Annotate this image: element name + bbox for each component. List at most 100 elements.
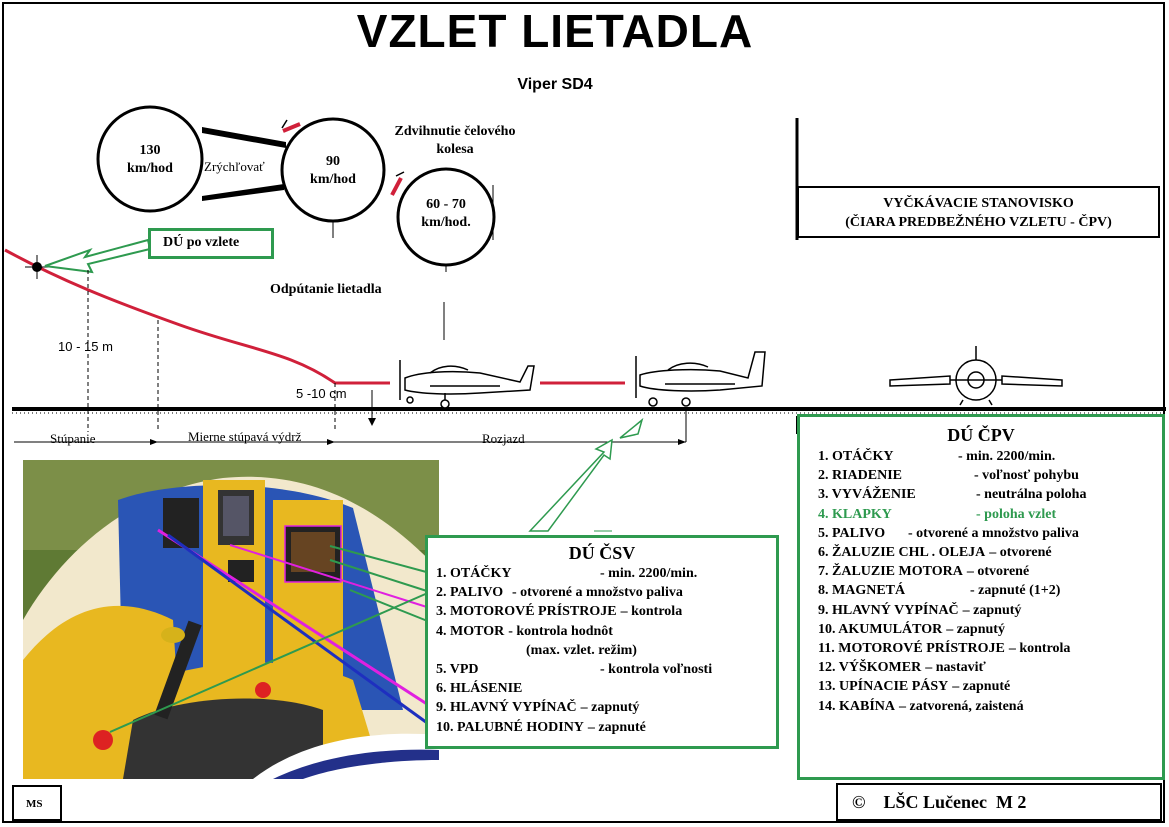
checklist-item-value: - poloha vzlet xyxy=(976,506,1057,522)
page-title: VZLET LIETADLA xyxy=(356,5,754,57)
checklist-item-value: – zapnuté xyxy=(587,719,646,735)
segment-hold-label: Mierne stúpavá výdrž xyxy=(188,429,302,444)
checklist-item-name: 9. HLAVNÝ VYPÍNAČ xyxy=(818,602,959,618)
pointer-green-4 xyxy=(109,591,431,733)
cockpit-photo xyxy=(23,460,439,779)
checklist-item: 14. KABÍNA– zatvorená, zaistená xyxy=(818,697,1162,716)
connector-lower xyxy=(202,184,284,201)
pointer-green-3 xyxy=(349,589,431,623)
checklist-item: 3. MOTOROVÉ PRÍSTROJE– kontrola xyxy=(436,602,776,621)
du-cpv-title: DÚ ČPV xyxy=(947,425,1015,445)
checklist-item-value: - kontrola voľnosti xyxy=(600,662,713,678)
checklist-item-name: 2. PALIVO xyxy=(436,585,504,601)
checklist-item-name: 1. OTÁČKY xyxy=(818,449,894,464)
checklist-item: 11. MOTOROVÉ PRÍSTROJE– kontrola xyxy=(818,639,1162,658)
du-csv-list: 1. OTÁČKY - min. 2200/min. 2. PALIVO- otvo… xyxy=(436,564,776,737)
height-hold-label: 5 -10 cm xyxy=(296,386,347,401)
checklist-item-value: - kontrola hodnôt xyxy=(508,623,613,639)
checklist-item-value: – otvorené xyxy=(966,564,1030,580)
checklist-item-value: – zapnutý xyxy=(962,602,1022,618)
checklist-item: (max. vzlet. režim) xyxy=(436,641,776,660)
checklist-item-name: 1. OTÁČKY xyxy=(436,566,512,581)
segment-climb-label: Stúpanie xyxy=(50,431,96,446)
checklist-item-name: 9. HLAVNÝ VYPÍNAČ xyxy=(436,700,577,716)
checklist-item-name: 4. MOTOR xyxy=(436,623,505,639)
checklist-item: 4. MOTOR- kontrola hodnôt xyxy=(436,622,776,641)
checklist-item-name: 10. PALUBNÉ HODINY xyxy=(436,719,584,735)
checklist-item: 7. ŽALUZIE MOTORA– otvorené xyxy=(818,562,1162,581)
checklist-item-name: 3. MOTOROVÉ PRÍSTROJE xyxy=(436,604,617,620)
checklist-item-value: - voľnosť pohybu xyxy=(974,468,1079,484)
checklist-item-value: – zapnutý xyxy=(946,621,1005,637)
checklist-item: 5. PALIVO - otvorené a množstvo paliva xyxy=(818,524,1162,543)
accelerate-label: Zrýchľovať xyxy=(204,159,265,174)
pointer-magenta-2 xyxy=(229,544,431,609)
checklist-item-value: - min. 2200/min. xyxy=(600,566,698,581)
checklist-item: 1. OTÁČKY - min. 2200/min. xyxy=(436,564,776,583)
checklist-item: 2. PALIVO- otvorené a množstvo paliva xyxy=(436,583,776,602)
checklist-item-name: 11. MOTOROVÉ PRÍSTROJE xyxy=(818,641,1005,657)
checklist-item-name xyxy=(436,641,522,660)
red-mark-2 xyxy=(390,177,403,196)
checklist-item: 8. MAGNETÁ - zapnuté (1+2) xyxy=(818,581,1162,600)
du-csv-box: DÚ ČSV 1. OTÁČKY- min. 2200/min.2. PALIV… xyxy=(425,535,779,749)
checklist-item-value: - neutrálna poloha xyxy=(976,487,1087,503)
checklist-item: 4. KLAPKY- poloha vzlet xyxy=(818,505,1162,524)
connector-upper xyxy=(202,127,286,148)
copyright-box: © LŠC Lučenec M 2 xyxy=(836,783,1162,821)
du-after-box: DÚ po vzlete xyxy=(148,228,274,259)
checklist-item-name: 14. KABÍNA xyxy=(818,698,896,714)
checklist-item-name: 5. VPD xyxy=(436,662,479,678)
checklist-item-name: 2. RIADENIE xyxy=(818,468,903,484)
checklist-item-value: – zatvorená, zaistená xyxy=(899,698,1024,714)
checklist-item-name: 7. ŽALUZIE MOTORA xyxy=(818,564,963,580)
checklist-item-value: (max. vzlet. režim) xyxy=(526,642,637,658)
checklist-item-name: 3. VYVÁŽENIE xyxy=(818,487,916,503)
checklist-item-name: 5. PALIVO xyxy=(818,525,886,541)
checklist-item: 1. OTÁČKY - min. 2200/min. xyxy=(818,447,1162,466)
checklist-item-name: 10. AKUMULÁTOR xyxy=(818,621,943,637)
checklist-item: 10. AKUMULÁTOR– zapnutý xyxy=(818,620,1162,639)
checklist-item-value: - otvorené a množstvo paliva xyxy=(908,525,1079,541)
checklist-item-value: – nastaviť xyxy=(925,660,986,676)
checklist-item-value: – zapnutý xyxy=(580,700,640,716)
red-mark-1 xyxy=(282,122,301,133)
checklist-item-name: 6. ŽALUZIE CHL . OLEJA xyxy=(818,545,986,561)
checklist-item: 3. VYVÁŽENIE - neutrálna poloha xyxy=(818,485,1162,504)
checklist-item-value: - zapnuté (1+2) xyxy=(970,583,1061,599)
checklist-item-name: 13. UPÍNACIE PÁSY xyxy=(818,679,949,695)
aircraft-rolling xyxy=(635,351,766,407)
pointer-green-2 xyxy=(329,559,431,593)
speed-circle-130 xyxy=(96,105,204,213)
du-cpv-box: DÚ ČPV 1. OTÁČKY - min. 2200/min. 2. RIADE… xyxy=(797,414,1165,780)
aircraft-rotation xyxy=(399,360,535,409)
checklist-item-value: – otvorené xyxy=(989,545,1052,561)
holding-stand-box: VYČKÁVACIE STANOVISKO(ČIARA PREDBEŽNÉHO … xyxy=(797,186,1160,238)
checklist-item: 10. PALUBNÉ HODINY– zapnuté xyxy=(436,718,776,737)
liftoff-label: Odpútanie lietadla xyxy=(270,282,382,297)
checklist-item-name: 12. VÝŠKOMER xyxy=(818,660,922,676)
pointer-green-1 xyxy=(329,545,431,574)
checklist-item: 5. VPD - kontrola voľnosti xyxy=(436,660,776,679)
du-cpv-list: 1. OTÁČKY - min. 2200/min. 2. RIADENIE - vo… xyxy=(818,447,1162,716)
checklist-item: 6. ŽALUZIE CHL . OLEJA– otvorené xyxy=(818,543,1162,562)
checklist-item-value: – kontrola xyxy=(620,604,683,620)
checklist-item: 2. RIADENIE - voľnosť pohybu xyxy=(818,466,1162,485)
checklist-item-name: 6. HLÁSENIE xyxy=(436,681,523,697)
checklist-item: 12. VÝŠKOMER– nastaviť xyxy=(818,658,1162,677)
checklist-item-name: 8. MAGNETÁ xyxy=(818,583,906,599)
checklist-item: 9. HLAVNÝ VYPÍNAČ– zapnutý xyxy=(436,698,776,717)
aircraft-front-view xyxy=(889,346,1063,406)
checklist-item: 9. HLAVNÝ VYPÍNAČ– zapnutý xyxy=(818,601,1162,620)
csv-callout-arrow xyxy=(528,438,613,532)
checklist-item: 6. HLÁSENIE xyxy=(436,679,776,698)
pointer-blue xyxy=(167,533,431,727)
checklist-item-value: - min. 2200/min. xyxy=(958,449,1056,464)
cockpit-drawing xyxy=(23,460,439,779)
